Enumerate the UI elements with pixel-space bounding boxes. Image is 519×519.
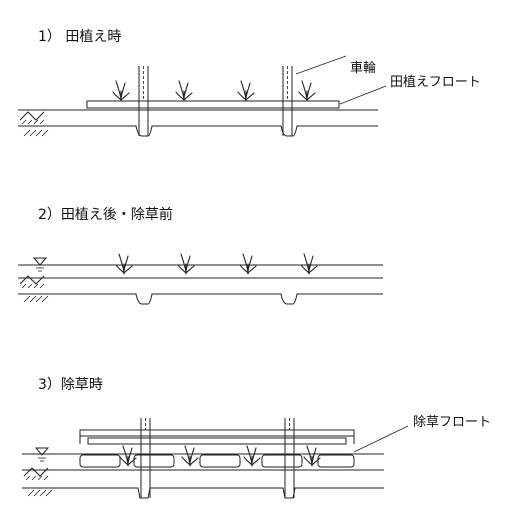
section-planting-drawing: [18, 55, 387, 137]
wheel-leader-line: [295, 55, 347, 75]
section-after-planting-drawing: [18, 253, 383, 305]
rice-seedling-icon: [239, 253, 257, 275]
ground-hatch-icon: [27, 489, 53, 497]
section-title-weeding: 3）除草時: [38, 377, 103, 393]
weeding-float-frame: [79, 429, 355, 437]
planting-float-leader-line: [339, 85, 387, 105]
rice-seedling-icon: [175, 80, 193, 102]
rice-seedling-icon: [243, 445, 261, 467]
wheel-label: 車輪: [350, 61, 377, 76]
rice-seedling-icon: [298, 80, 316, 102]
weeding-float-label: 除草フロート: [413, 415, 492, 430]
weeding-float-pad: [261, 454, 303, 468]
ground-hatch-icon: [23, 129, 49, 137]
ground-hatch-icon: [19, 111, 45, 125]
weeding-float-pad: [317, 454, 355, 468]
weeding-float-pad: [79, 454, 121, 468]
rice-seedling-icon: [300, 253, 318, 275]
weeding-float-pad: [199, 454, 241, 468]
section-title-after-planting: 2）田植え後・除草前: [38, 207, 173, 223]
rice-seedling-icon: [112, 80, 130, 102]
section-title-planting: 1） 田植え時: [38, 29, 122, 45]
rice-seedling-icon: [177, 253, 195, 275]
planting-float-label: 田植えフロート: [390, 75, 481, 90]
rice-seedling-icon: [237, 80, 255, 102]
weeding-float-pad: [133, 454, 175, 468]
rice-seedling-icon: [181, 445, 199, 467]
rice-seedling-icon: [115, 253, 133, 275]
weeding-float-leader-line: [353, 425, 409, 453]
section-weeding-drawing: [22, 418, 409, 499]
planting-float: [86, 100, 340, 109]
ground-hatch-icon: [23, 295, 49, 303]
